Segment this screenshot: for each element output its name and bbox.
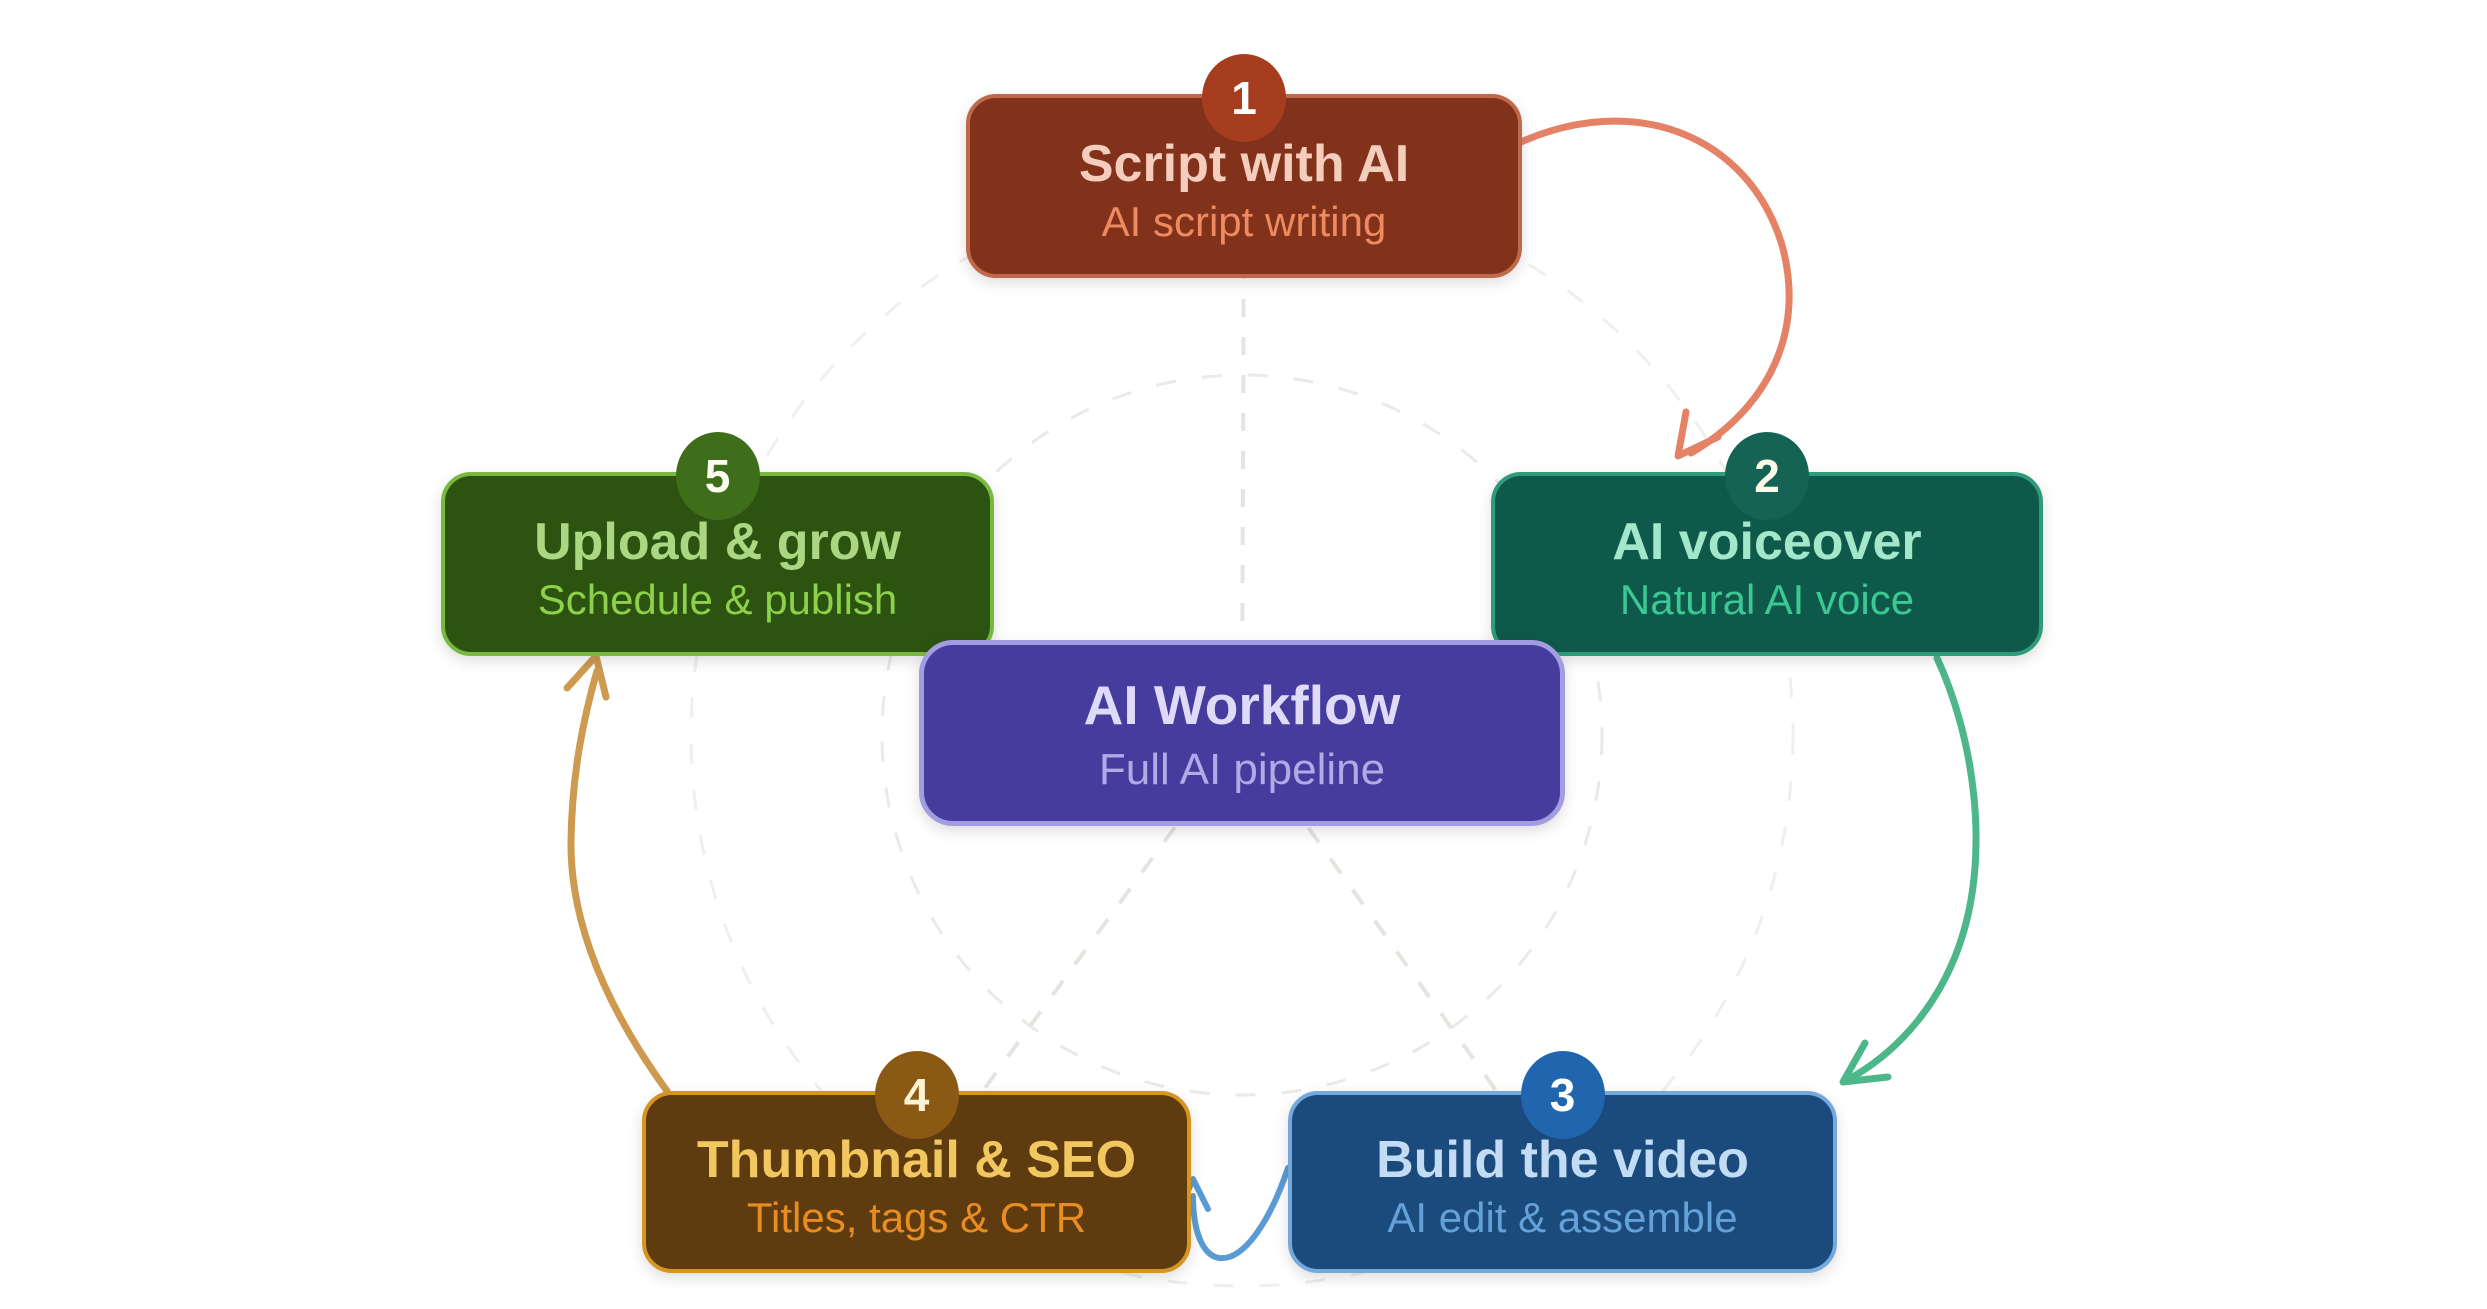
step-badge-1: 1	[1202, 54, 1286, 142]
arrow-step1-step2	[1517, 117, 1793, 460]
arrow-shaft	[1517, 117, 1793, 457]
node-title: Build the video	[1376, 1130, 1749, 1189]
arrow-shaft	[1845, 654, 1980, 1083]
node-subtitle: Titles, tags & CTR	[746, 1193, 1087, 1241]
node-subtitle: AI script writing	[1101, 197, 1387, 245]
node-title: AI voiceover	[1612, 512, 1922, 571]
step-badge-4: 4	[874, 1051, 959, 1139]
node-title: Upload & grow	[534, 512, 901, 571]
guide-circle-inner	[880, 373, 1604, 1097]
hub-subtitle: Full AI pipeline	[1098, 745, 1386, 795]
node-upload-grow: 5 Upload & grow Schedule & publish	[441, 432, 994, 656]
guide-circle-outer	[689, 182, 1795, 1288]
node-ai-voiceover: 2 AI voiceover Natural AI voice	[1491, 432, 2043, 656]
arrow-step3-step4	[1176, 1165, 1291, 1262]
node-build-the-video: 3 Build the video AI edit & assemble	[1288, 1051, 1837, 1273]
arrow-head	[1839, 1039, 1892, 1086]
step-badge-3: 3	[1520, 1051, 1605, 1139]
step-badge-2: 2	[1725, 432, 1809, 520]
node-subtitle: Natural AI voice	[1619, 575, 1915, 623]
node-subtitle: Schedule & publish	[537, 575, 898, 623]
step-badge-5: 5	[675, 432, 760, 520]
node-thumbnail-seo: 4 Thumbnail & SEO Titles, tags & CTR	[642, 1051, 1191, 1273]
node-title: Script with AI	[1078, 134, 1410, 193]
arrow-shaft	[1190, 1165, 1291, 1262]
arrow-head	[1674, 408, 1722, 460]
node-script-with-ai: 1 Script with AI AI script writing	[966, 54, 1522, 278]
node-subtitle: AI edit & assemble	[1387, 1193, 1738, 1241]
arrow-step4-step5	[563, 652, 671, 1095]
node-ai-workflow-hub: AI Workflow Full AI pipeline	[919, 640, 1565, 826]
arrow-step2-step3	[1839, 654, 1980, 1086]
arrow-shaft	[567, 667, 671, 1095]
hub-title: AI Workflow	[1083, 673, 1401, 736]
node-title: Thumbnail & SEO	[696, 1130, 1137, 1189]
arrow-head	[563, 652, 610, 701]
